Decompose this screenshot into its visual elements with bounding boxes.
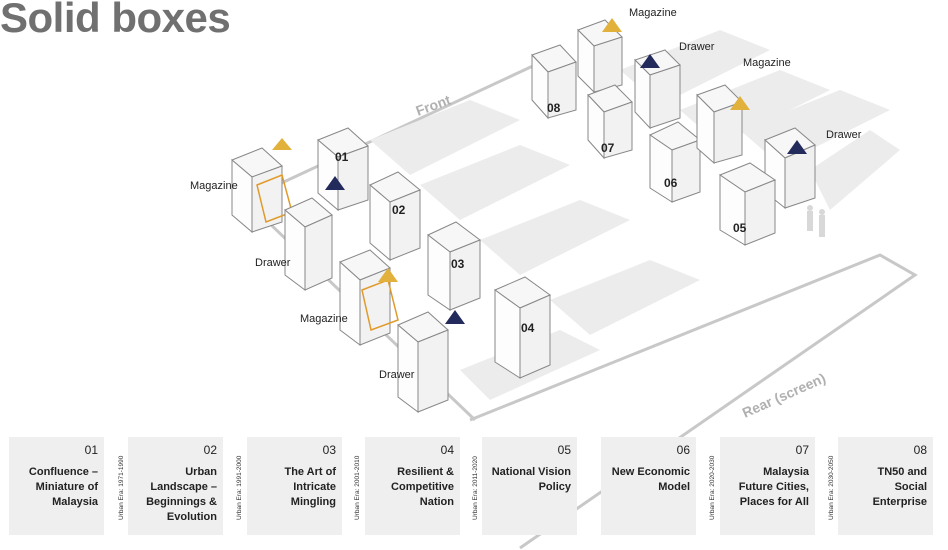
magazine-label: Magazine bbox=[300, 313, 348, 325]
era-label: Urban Era: 2020-2030 bbox=[709, 455, 716, 520]
magazine-label: Magazine bbox=[743, 57, 791, 69]
magazine-triangle-icon bbox=[378, 268, 398, 282]
box-06 bbox=[648, 121, 702, 203]
box-02 bbox=[369, 171, 421, 262]
card-03: 03 The Art of Intricate Mingling bbox=[247, 437, 342, 535]
magazine-label: Magazine bbox=[190, 180, 238, 192]
magazine-label: Magazine bbox=[629, 7, 677, 19]
card-05: 05 National Vision Policy bbox=[482, 437, 577, 535]
box-08 bbox=[531, 44, 577, 120]
box-03 bbox=[427, 221, 482, 311]
people-icon bbox=[807, 205, 825, 237]
card-text: The Art of Intricate Mingling bbox=[284, 466, 336, 508]
card-text: Resilient & Competitive Nation bbox=[391, 466, 454, 508]
era-label: Urban Era: 1971-1990 bbox=[118, 455, 125, 520]
card-number: 08 bbox=[913, 443, 927, 457]
card-08: 08 TN50 and Social Enterprise bbox=[838, 437, 933, 535]
card-01: 01 Confluence – Miniature of Malaysia bbox=[9, 437, 104, 535]
drawer-triangle-icon bbox=[325, 176, 345, 190]
card-text: Confluence – Miniature of Malaysia bbox=[28, 466, 98, 508]
era-label: Urban Era: 2030-2050 bbox=[828, 455, 835, 520]
box-05 bbox=[718, 162, 777, 246]
box-number-01: 01 bbox=[335, 150, 349, 164]
magazine-triangle-icon bbox=[730, 96, 750, 110]
box-drawer-left-2 bbox=[397, 311, 449, 413]
rear-label: Rear (screen) bbox=[740, 370, 828, 421]
drawer-label: Drawer bbox=[826, 129, 862, 141]
card-text: Urban Landscape – Beginnings & Evolution bbox=[146, 466, 217, 523]
era-label: Urban Era: 2001-2010 bbox=[354, 455, 361, 520]
box-number-08: 08 bbox=[547, 101, 561, 115]
page-title: Solid boxes bbox=[0, 0, 231, 41]
drawer-markers bbox=[325, 54, 807, 324]
card-07: 07 Malaysia Future Cities, Places for Al… bbox=[720, 437, 815, 535]
card-text: TN50 and Social Enterprise bbox=[872, 466, 927, 508]
box-number-05: 05 bbox=[733, 221, 747, 235]
box-04 bbox=[493, 276, 552, 379]
magazine-triangle-icon bbox=[272, 138, 292, 150]
card-number: 03 bbox=[322, 443, 336, 457]
box-magazine-left-2 bbox=[339, 249, 399, 346]
box-drawer-left-1 bbox=[284, 197, 333, 291]
card-text: Malaysia Future Cities, Places for All bbox=[738, 466, 809, 508]
drawer-label: Drawer bbox=[255, 257, 291, 269]
card-text: National Vision Policy bbox=[491, 466, 571, 493]
card-number: 07 bbox=[795, 443, 809, 457]
card-text: New Economic Model bbox=[611, 466, 690, 493]
box-07-magazine bbox=[577, 19, 633, 160]
box-number-06: 06 bbox=[664, 176, 678, 190]
box-number-02: 02 bbox=[392, 203, 406, 217]
card-number: 05 bbox=[557, 443, 571, 457]
drawer-triangle-icon bbox=[640, 54, 660, 68]
magazine-markers bbox=[272, 18, 750, 282]
card-04: 04 Resilient & Competitive Nation bbox=[365, 437, 460, 535]
drawer-label: Drawer bbox=[679, 41, 715, 53]
box-01 bbox=[317, 127, 369, 212]
box-number-04: 04 bbox=[521, 321, 535, 335]
box-magazine-right bbox=[696, 84, 743, 165]
card-number: 04 bbox=[440, 443, 454, 457]
box-number-07: 07 bbox=[601, 141, 615, 155]
era-label: Urban Era: 1991-2000 bbox=[236, 455, 243, 520]
card-02: 02 Urban Landscape – Beginnings & Evolut… bbox=[128, 437, 223, 535]
card-number: 01 bbox=[84, 443, 98, 457]
era-label: Urban Era: 2011-2020 bbox=[472, 456, 479, 520]
box-number-03: 03 bbox=[451, 257, 465, 271]
box-magazine-left-1 bbox=[231, 147, 293, 234]
card-number: 06 bbox=[676, 443, 690, 457]
drawer-triangle-icon bbox=[445, 310, 465, 324]
magazine-triangle-icon bbox=[602, 18, 622, 32]
card-06: 06 New Economic Model bbox=[601, 437, 696, 535]
drawer-triangle-icon bbox=[787, 140, 807, 154]
box-drawer-right-1 bbox=[634, 49, 681, 130]
card-number: 02 bbox=[203, 443, 217, 457]
drawer-label: Drawer bbox=[379, 369, 415, 381]
